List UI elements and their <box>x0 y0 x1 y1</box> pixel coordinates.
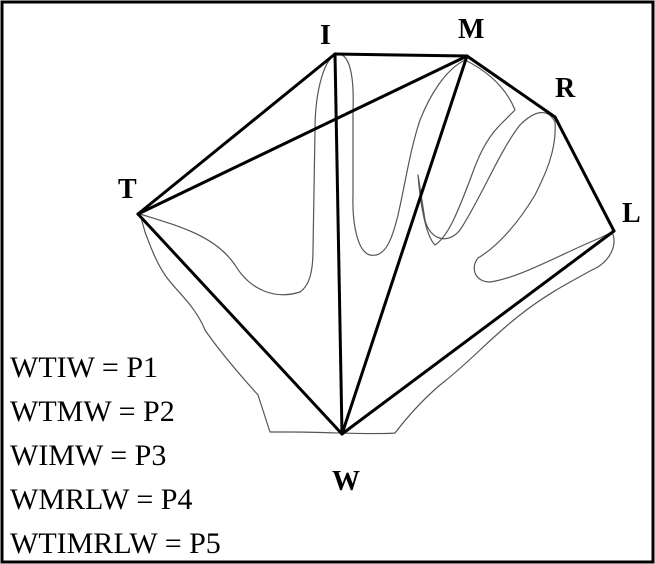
formula-p4: WMRLW = P4 <box>10 483 192 516</box>
formula-p5: WTIMRLW = P5 <box>10 527 221 560</box>
edge-L-W <box>340 229 616 436</box>
edge-T-M <box>136 54 469 216</box>
vertex-label-L: L <box>622 198 641 229</box>
vertex-label-M: M <box>458 14 484 45</box>
vertex-label-R: R <box>555 73 576 104</box>
edge-W-T <box>136 212 344 436</box>
formula-p3: WIMW = P3 <box>10 439 166 472</box>
edge-T-I <box>136 52 337 216</box>
hand-outline <box>139 53 615 435</box>
edge-I-W <box>333 52 344 436</box>
vertex-label-I: I <box>320 20 331 51</box>
edge-R-L <box>553 115 616 233</box>
edge-M-W <box>340 54 469 436</box>
formula-p1: WTIW = P1 <box>10 351 158 384</box>
edge-M-R <box>465 54 557 119</box>
vertex-label-T: T <box>118 174 137 205</box>
formula-p2: WTMW = P2 <box>10 395 175 428</box>
edge-I-M <box>333 52 469 58</box>
vertex-label-W: W <box>332 466 360 497</box>
